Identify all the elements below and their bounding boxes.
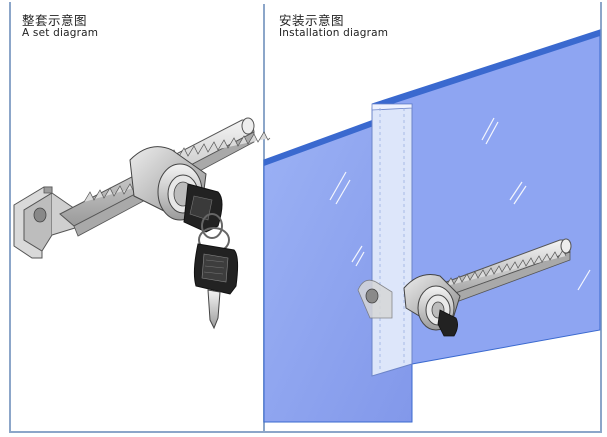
right-panel-title: 安装示意图 Installation diagram — [279, 14, 388, 40]
right-title-zh: 安装示意图 — [279, 13, 345, 28]
overlap-clear-glass — [371, 103, 413, 377]
glass-reflections — [329, 117, 591, 291]
left-panel-title: 整套示意图 A set diagram — [22, 14, 98, 40]
key-icon — [183, 183, 223, 239]
mounted-ratchet-bar — [429, 238, 572, 309]
ghost-catch — [357, 279, 393, 319]
mounted-lock — [403, 274, 461, 337]
right-title-en: Installation diagram — [279, 27, 389, 39]
spare-key — [193, 227, 239, 330]
left-title-en: A set diagram — [22, 27, 99, 39]
left-title-zh: 整套示意图 — [22, 13, 88, 28]
